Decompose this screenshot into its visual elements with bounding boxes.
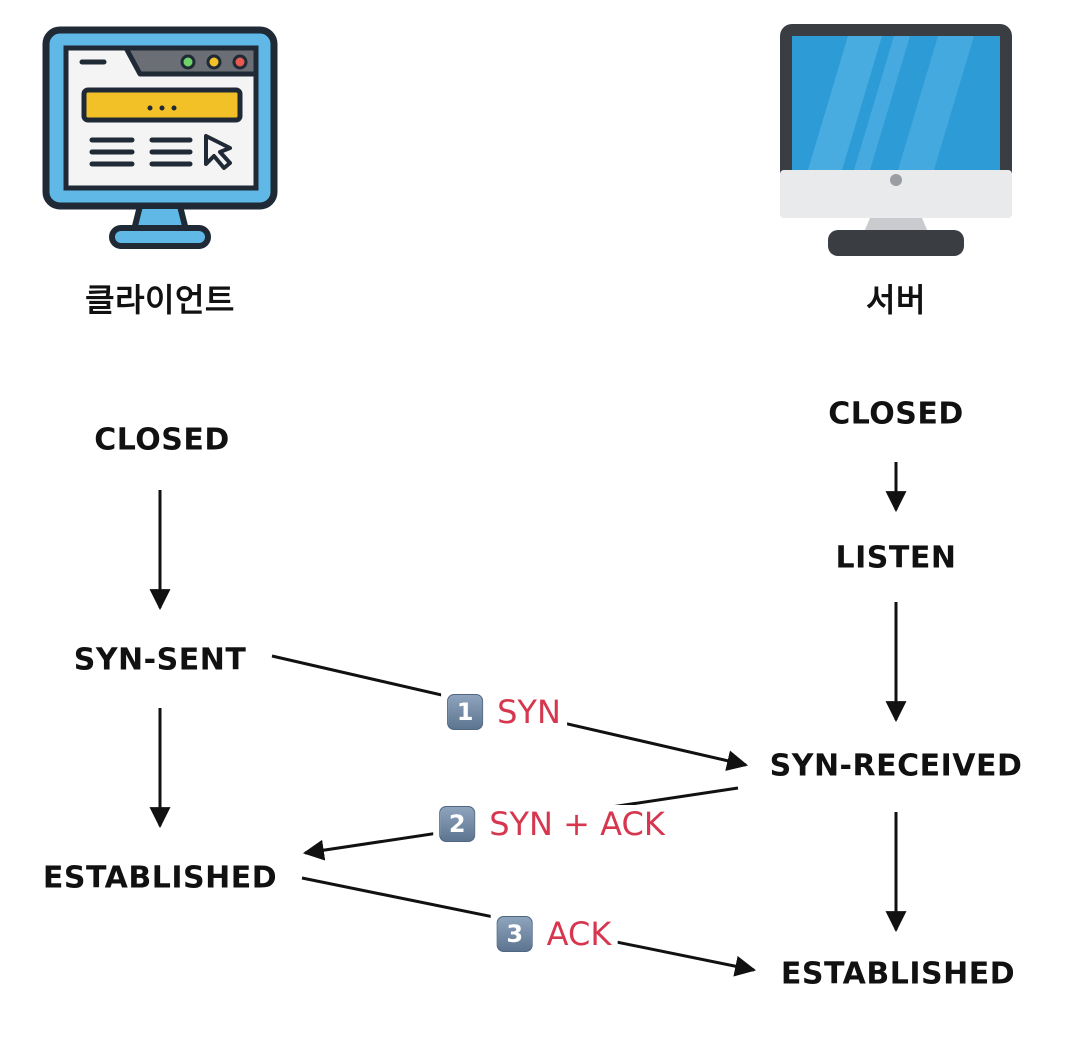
- client-state-established: ESTABLISHED: [42, 860, 278, 896]
- message-syn-ack: 2 SYN + ACK: [433, 805, 671, 843]
- client-state-closed: CLOSED: [94, 422, 230, 458]
- server-monitor-icon: [780, 24, 1012, 256]
- server-state-syn-received: SYN-RECEIVED: [769, 748, 1023, 784]
- message-syn-ack-label: SYN + ACK: [489, 805, 665, 843]
- step-2-badge: 2: [439, 806, 476, 842]
- client-monitor-icon: [42, 26, 278, 249]
- client-label: 클라이언트: [85, 281, 235, 319]
- message-syn: 1 SYN: [441, 693, 567, 731]
- step-3-badge: 3: [496, 916, 533, 952]
- server-label: 서버: [866, 281, 926, 319]
- step-1-badge: 1: [447, 694, 484, 730]
- server-state-established: ESTABLISHED: [780, 956, 1016, 992]
- client-state-syn-sent: SYN-SENT: [73, 642, 247, 678]
- server-state-closed: CLOSED: [828, 396, 964, 432]
- message-syn-label: SYN: [497, 693, 561, 731]
- message-ack: 3 ACK: [490, 915, 618, 953]
- message-ack-label: ACK: [546, 915, 612, 953]
- server-state-listen: LISTEN: [835, 540, 957, 576]
